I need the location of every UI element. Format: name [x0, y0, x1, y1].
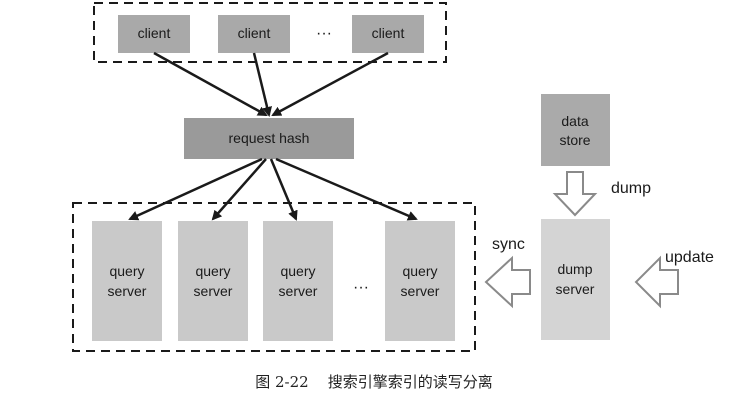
query-server-label-line2: server — [194, 283, 233, 299]
client-label: client — [372, 25, 405, 41]
hash-to-server-arrow — [275, 157, 418, 221]
hash-to-server-arrow — [211, 158, 267, 221]
dump-server-label-line1: dump — [557, 261, 592, 277]
client-to-hash-arrow — [271, 51, 389, 117]
client-label: client — [138, 25, 171, 41]
client-ellipsis: ··· — [316, 25, 332, 42]
query-server-node: query server — [92, 221, 162, 341]
client-node: client — [118, 15, 190, 53]
client-node: client — [352, 15, 424, 53]
query-server-label-line2: server — [108, 283, 147, 299]
query-server-box — [178, 221, 248, 341]
query-server-box — [263, 221, 333, 341]
server-ellipsis: ··· — [353, 279, 369, 296]
query-server-label-line1: query — [195, 263, 230, 279]
figure-caption: 图 2-22 搜索引擎索引的读写分离 — [255, 373, 493, 391]
client-to-hash-arrow — [252, 52, 272, 117]
query-server-box — [92, 221, 162, 341]
hash-to-server-arrow — [269, 158, 298, 221]
client-label: client — [238, 25, 271, 41]
sync-label: sync — [492, 236, 525, 253]
query-server-label-line1: query — [402, 263, 437, 279]
client-box — [352, 15, 424, 53]
data-store-box — [541, 94, 610, 166]
request-hash-box — [184, 118, 354, 159]
dump-server-label-line2: server — [556, 281, 595, 297]
client-node: client — [218, 15, 290, 53]
request-hash-node: request hash — [184, 118, 354, 159]
query-server-label-line2: server — [279, 283, 318, 299]
query-server-label-line2: server — [401, 283, 440, 299]
client-box — [218, 15, 290, 53]
dump-label: dump — [611, 180, 651, 197]
client-box — [118, 15, 190, 53]
data-store-label-line1: data — [561, 113, 588, 129]
update-arrow — [634, 255, 679, 309]
sync-arrow — [484, 255, 531, 309]
data-store-node: data store — [541, 94, 610, 166]
update-label: update — [665, 249, 714, 266]
data-store-label-line2: store — [559, 132, 590, 148]
query-server-node: query server — [385, 221, 455, 341]
dump-server-box — [541, 219, 610, 340]
query-server-label-line1: query — [109, 263, 144, 279]
query-server-label-line1: query — [280, 263, 315, 279]
server-group-frame — [72, 202, 476, 352]
client-to-hash-arrow — [153, 51, 268, 117]
hash-to-server-arrow — [128, 157, 263, 221]
query-server-box — [385, 221, 455, 341]
dump-arrow — [552, 171, 598, 217]
dump-server-node: dump server — [541, 219, 610, 340]
client-group-frame — [93, 2, 447, 63]
query-server-node: query server — [178, 221, 248, 341]
request-hash-label: request hash — [229, 130, 310, 146]
query-server-node: query server — [263, 221, 333, 341]
